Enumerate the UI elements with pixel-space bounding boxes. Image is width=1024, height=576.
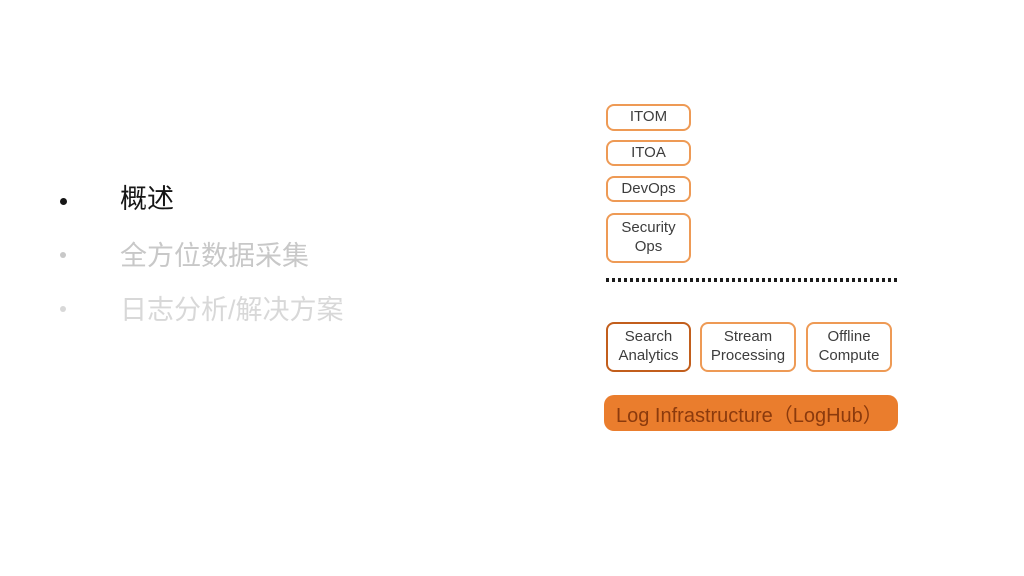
agenda-item-overview: 概述 xyxy=(120,184,174,214)
bullet-dot-overview xyxy=(60,198,67,205)
engine-box-stream-processing: Stream Processing xyxy=(700,322,796,372)
agenda-item-log-analysis: 日志分析/解决方案 xyxy=(120,295,344,325)
loghub-infra-bar: Log Infrastructure（LogHub） xyxy=(604,395,898,431)
agenda-item-data-collection: 全方位数据采集 xyxy=(120,241,309,271)
scenario-box-itoa: ITOA xyxy=(606,140,691,166)
scenario-box-devops: DevOps xyxy=(606,176,691,202)
bullet-dot-log-analysis xyxy=(60,306,66,312)
bullet-dot-data-collection xyxy=(60,252,66,258)
scenario-box-itom: ITOM xyxy=(606,104,691,131)
engine-box-search-analytics: Search Analytics xyxy=(606,322,691,372)
scenario-box-security-ops: Security Ops xyxy=(606,213,691,263)
engine-box-offline-compute: Offline Compute xyxy=(806,322,892,372)
dotted-divider xyxy=(606,278,897,282)
